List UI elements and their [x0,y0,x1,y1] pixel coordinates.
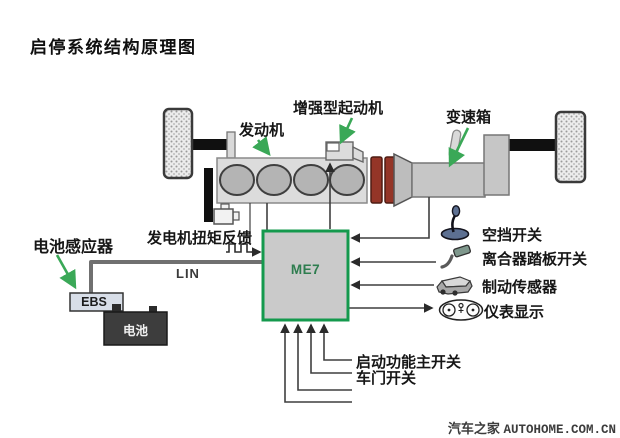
callout-arrows [55,117,470,290]
battery-terminal-right [149,306,157,313]
generator-feedback-label: 发电机扭矩反馈 [147,230,253,247]
battery-label: 电池 [122,324,148,338]
cylinder-1 [219,164,255,196]
left-axle [190,139,232,150]
instrument-display-label: 仪表显示 [484,304,545,321]
watermark-site-url: AUTOHOME.COM.CN [503,423,616,437]
watermark-site-name: 汽车之家 [447,421,500,436]
left-wheel [162,107,194,180]
connector-input-4 [280,323,352,403]
gearbox-label: 变速箱 [446,109,492,126]
battery-terminal-left [113,306,121,313]
door-switch-label: 车门开关 [356,370,417,387]
torque-feedback-wave [226,243,251,253]
page-title: 启停系统结构原理图 [30,38,197,57]
cylinder-3 [293,164,329,196]
lin-wire [89,260,265,295]
brake-sensor-label: 制动传感器 [482,279,558,296]
cylinder-4 [329,164,365,196]
connector-door-switch [306,323,352,374]
coupling-disc-1 [370,156,383,204]
callout-arrow-gearbox [448,127,470,168]
callout-arrow-battery-sensor [55,254,77,290]
neutral-switch-label: 空挡开关 [482,227,543,244]
connector-neutral-switch [350,197,430,243]
callout-arrow-starter [339,117,356,145]
cylinder-2 [256,164,292,196]
brake-sensor-icon [436,276,473,296]
start-main-switch-label: 启动功能主开关 [356,354,462,371]
right-wheel [554,110,587,184]
bell-housing [393,152,413,208]
ebs-label: EBS [81,295,107,309]
callout-arrow-engine [252,136,271,157]
engine-label: 发动机 [239,122,285,139]
connector-lines [249,162,436,403]
gearbox-body [411,162,486,198]
gauge-cluster-icon [438,299,484,321]
clutch-pedal-switch-label: 离合器踏板开关 [482,251,588,268]
gear-shifter-icon [440,205,470,241]
right-axle [505,139,559,151]
belt-drive [204,168,213,222]
starter-motor [325,141,364,164]
flywheel-plate [226,131,236,159]
battery-box [103,311,168,346]
ebs-box [69,292,124,312]
starter-label: 增强型起动机 [293,100,384,117]
battery-sensor-label: 电池感应器 [33,239,114,256]
connector-input-3 [293,323,352,391]
clutch-pedal-icon [440,244,471,269]
generator [213,203,240,225]
final-drive [483,134,510,196]
connector-start-main-switch [319,323,352,361]
watermark: 汽车之家 AUTOHOME.COM.CN [448,418,616,437]
lin-bus-label: LIN [176,266,200,281]
ecu-box [261,229,350,322]
ecu-label: ME7 [290,262,321,277]
